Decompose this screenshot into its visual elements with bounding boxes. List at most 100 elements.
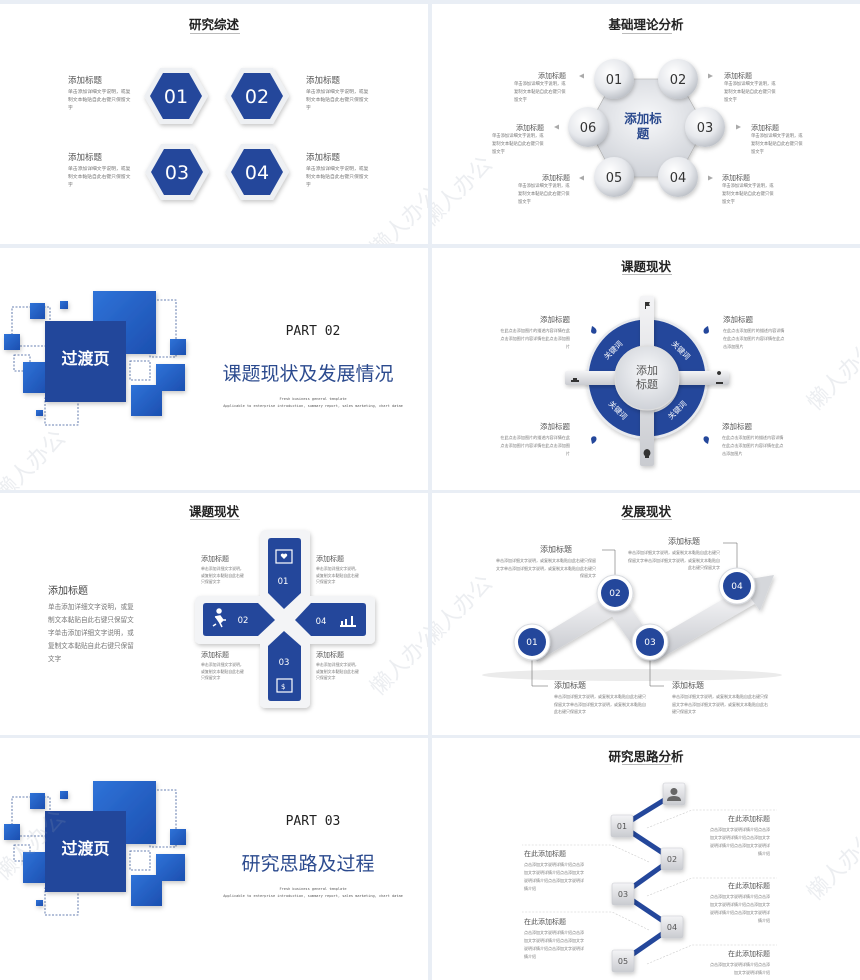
step-box-04 — [660, 915, 684, 939]
slide-transition-part-02[interactable]: 过渡页 PART 02 课题现状及发展情况 Fresh business gen… — [0, 248, 428, 490]
ring-graphic: 关键词 关键词 关键词 关键词 — [565, 296, 729, 466]
text-block-top-left[interactable]: 添加标题在此点击添加图片的描述内容详情在此点击添加图片内容详情在此点击添加图片 — [498, 314, 570, 351]
text-block-01[interactable]: 添加标题单击添加详细文字说明，或复制文本黏贴自此右键只保留文字单击添加详细文字说… — [554, 680, 646, 716]
circle-04 — [658, 157, 698, 197]
circle-number: 01 — [606, 73, 623, 88]
step-circle-03 — [636, 628, 664, 656]
text-block-04[interactable]: 添加标题单击添加详细文字说明，或复制文本黏贴自此右键只保留文字单击添加详细文字说… — [628, 536, 720, 572]
item-body: 点击添加文字说明详情介绍点击添加文字说明详情介绍点击添加文字说明详情介绍点击添加… — [524, 930, 584, 959]
main-text-block[interactable]: 添加标题单击添加详细文字说明，或复制文本黏贴自此右键只保留文字单击添加详细文字说… — [48, 582, 138, 666]
arrow-right-icon — [708, 73, 713, 79]
hexagon-number: 01 — [164, 86, 188, 108]
item-title: 添加标题 — [306, 153, 341, 163]
subtitle-line: Applicable to enterprise introduction, s… — [223, 404, 403, 408]
text-block-02[interactable]: 添加标题单击添加详细文字说明，或复制文本黏贴自此右键只保留文字单击添加详细文字说… — [496, 544, 596, 580]
text-block-03[interactable]: 添加标题单击添加详细文字说明，或复制文本黏贴自此右键只保留文字 — [68, 151, 132, 190]
badge-square — [45, 321, 126, 402]
text-block-04[interactable]: 添加标题单击添加详细文字说明，或复制文本黏贴自此右键只保留文字 — [316, 554, 362, 586]
arrow-markers — [554, 73, 741, 181]
item-body: 单击添加详细文字说明，或复制文本黏贴自此右键只保留文字 — [514, 82, 566, 103]
circle-05 — [594, 157, 634, 197]
flag-icon — [645, 302, 650, 309]
circle-01 — [594, 59, 634, 99]
text-block-top-right[interactable]: 添加标题在此点击添加图片的描述内容详情在此点击添加图片内容详情在此点击添加图片 — [723, 314, 787, 351]
step-box-01 — [610, 814, 634, 838]
circle-number: 02 — [670, 73, 687, 88]
text-block-06[interactable]: 添加标题单击添加详细文字说明，或复制文本黏贴自此右键只保留文字 — [492, 123, 544, 157]
drop-icon — [591, 326, 597, 334]
slide-development-status[interactable]: 发展现状 01 02 03 04 添加标题单击添加详细文字说明，或复制文本黏贴自… — [432, 493, 860, 735]
item-body: 点击添加文字说明详情介绍点击添加文字说明详情介绍点击添加文字说明详情介绍点击添加… — [710, 894, 770, 923]
text-block-03[interactable]: 添加标题单击添加详细文字说明，或复制文本黏贴自此右键只保留文字 — [751, 123, 803, 157]
squares-graphic — [4, 781, 186, 916]
transition-badge: 过渡页 — [61, 349, 110, 368]
text-block-01[interactable]: 添加标题单击添加详细文字说明，或复制文本黏贴自此右键只保留文字 — [201, 554, 247, 586]
item-title: 添加标题 — [722, 174, 750, 182]
section-title: 研究思路及过程 — [241, 853, 375, 875]
ring-segments — [589, 320, 705, 436]
segment-bottom-right — [644, 385, 705, 436]
text-block-01[interactable]: 在此添加标题点击添加文字说明详情介绍点击添加文字说明详情介绍点击添加文字说明详情… — [709, 814, 770, 858]
slide-transition-part-03[interactable]: 过渡页 PART 03 研究思路及过程 Fresh business gener… — [0, 738, 428, 980]
step-number: 02 — [667, 855, 677, 864]
item-title: 添加标题 — [68, 153, 103, 163]
text-block-04[interactable]: 添加标题单击添加详细文字说明，或复制文本黏贴自此右键只保留文字 — [306, 151, 370, 190]
subtitle-line: Fresh business general template — [279, 397, 347, 401]
title-underline — [190, 33, 240, 34]
item-body: 单击添加详细文字说明，或复制文本黏贴自此右键只保留文字 — [751, 134, 803, 155]
circle-number: 04 — [670, 171, 687, 186]
segment-top-left — [589, 320, 647, 371]
slide-topic-status-ring[interactable]: 课题现状 关键词 关键词 关键词 关键词 — [432, 248, 860, 490]
item-body: 单击添加详细文字说明，或复制文本黏贴自此右键只保留文字单击添加详细文字说明，或复… — [628, 550, 720, 570]
arrow-path — [526, 586, 756, 662]
item-title: 添加标题 — [201, 651, 229, 659]
text-block-02[interactable]: 添加标题单击添加详细文字说明，或复制文本黏贴自此右键只保留文字 — [724, 71, 776, 105]
step-number: 03 — [618, 890, 628, 899]
main-body: 单击添加详细文字说明，或复制文本黏贴自此右键只保留文字单击添加详细文字说明，或复… — [48, 603, 134, 663]
center-label: 添加标题 — [636, 364, 658, 391]
segment-bottom-left — [589, 376, 640, 436]
segment-top-right — [654, 320, 705, 381]
item-title: 在此添加标题 — [728, 815, 770, 823]
item-body: 点击添加文字说明详情介绍点击添加文字说明详情介绍 — [710, 962, 770, 975]
text-block-01[interactable]: 添加标题单击添加详细文字说明，或复制文本黏贴自此右键只保留文字 — [514, 71, 566, 105]
arrow-right-icon — [708, 175, 713, 181]
slide-title: 研究思路分析 — [608, 749, 684, 764]
item-body: 单击添加详细文字说明，或复制文本黏贴自此右键只保留文字 — [316, 566, 359, 584]
slide-theory-analysis[interactable]: 基础理论分析 01 02 03 04 05 06 添加标题 添加 — [432, 4, 860, 244]
hexagon-number: 03 — [165, 162, 189, 184]
text-block-05[interactable]: 添加标题单击添加详细文字说明，或复制文本黏贴自此右键只保留文字 — [518, 173, 570, 207]
subtitle-line: Applicable to enterprise introduction, s… — [223, 894, 403, 898]
slide-topic-status-cross[interactable]: 课题现状 $ 01 02 03 04 添加标题单击添加详细文字说明，或复制文本黏… — [0, 493, 428, 735]
item-title: 添加标题 — [540, 545, 572, 554]
text-block-04[interactable]: 添加标题单击添加详细文字说明，或复制文本黏贴自此右键只保留文字 — [722, 173, 774, 207]
slide-research-approach[interactable]: 研究思路分析 01 02 03 04 05 在此添加标题点击添加文字说明详情介绍… — [432, 738, 860, 980]
text-block-bottom-left[interactable]: 添加标题在此点击添加图片的描述内容详情在此点击添加图片内容详情在此点击添加图片 — [498, 421, 570, 458]
item-body: 单击添加详细文字说明，或复制文本黏贴自此右键只保留文字 — [724, 82, 776, 103]
transition-badge: 过渡页 — [61, 839, 110, 858]
text-block-01[interactable]: 添加标题单击添加详细文字说明，或复制文本黏贴自此右键只保留文字 — [68, 74, 132, 113]
text-block-02[interactable]: 添加标题单击添加详细文字说明，或复制文本黏贴自此右键只保留文字 — [306, 74, 370, 113]
text-block-03[interactable]: 添加标题单击添加详细文字说明，或复制文本黏贴自此右键只保留文字 — [316, 650, 362, 682]
text-block-03[interactable]: 添加标题单击添加详细文字说明，或复制文本黏贴自此右键只保留文字单击添加详细文字说… — [672, 680, 768, 716]
runner-icon — [212, 608, 226, 628]
six-circle-graphic: 01 02 03 04 05 06 — [554, 59, 741, 197]
text-block-02[interactable]: 在此添加标题点击添加文字说明详情介绍点击添加文字说明详情介绍点击添加文字说明详情… — [524, 849, 585, 893]
text-block-02[interactable]: 添加标题单击添加详细文字说明，或复制文本黏贴自此右键只保留文字 — [201, 650, 247, 682]
item-title: 添加标题 — [538, 72, 566, 80]
drop-icon — [703, 326, 709, 334]
arm-number: 01 — [278, 577, 289, 587]
item-title: 添加标题 — [722, 422, 752, 431]
text-block-03[interactable]: 在此添加标题点击添加文字说明详情介绍点击添加文字说明详情介绍点击添加文字说明详情… — [709, 881, 770, 925]
badge-square — [45, 811, 126, 892]
item-title: 添加标题 — [516, 124, 544, 132]
text-block-04[interactable]: 在此添加标题点击添加文字说明详情介绍点击添加文字说明详情介绍点击添加文字说明详情… — [524, 917, 585, 961]
slide-research-overview[interactable]: 研究综述 01 02 03 04 添加标题单击添加详细文字说明，或复制文本黏贴自… — [0, 4, 428, 244]
handshake-icon — [571, 378, 579, 382]
heart-icon — [280, 553, 288, 559]
step-number: 01 — [526, 638, 537, 648]
step-circle-04 — [723, 572, 751, 600]
slide-title: 基础理论分析 — [608, 17, 684, 32]
text-block-bottom-right[interactable]: 添加标题在此点击添加图片的描述内容详情在此点击添加图片内容详情在此点击添加图片 — [722, 421, 786, 458]
text-block-05[interactable]: 在此添加标题点击添加文字说明详情介绍点击添加文字说明详情介绍 — [709, 949, 770, 977]
